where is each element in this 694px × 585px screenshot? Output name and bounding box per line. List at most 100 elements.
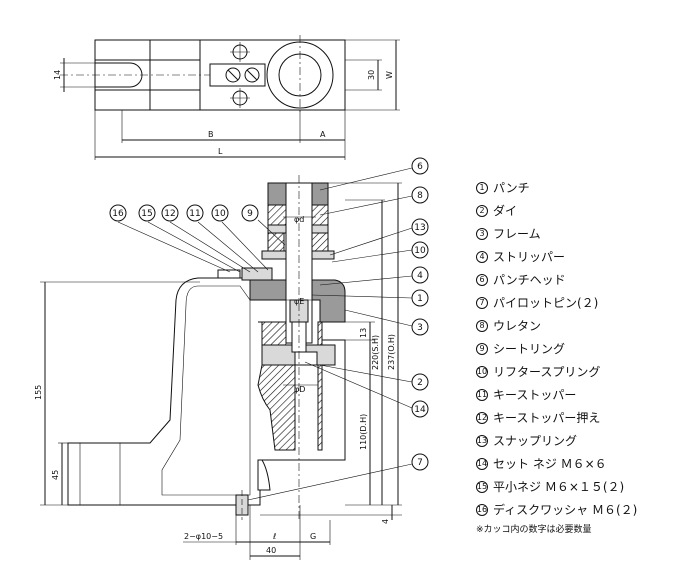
- svg-text:13: 13: [414, 223, 425, 233]
- legend-item-4: 4 ストリッパー: [476, 245, 691, 268]
- legend-label: 平小ネジ Ｍ６×１５(２): [493, 480, 625, 494]
- legend-item-11: 11 キーストッパー: [476, 383, 691, 406]
- legend-label: セット ネジ Ｍ６×６: [493, 457, 607, 471]
- legend-item-12: 12 キーストッパー押え: [476, 406, 691, 429]
- legend-item-8: 8 ウレタン: [476, 314, 691, 337]
- dim-phi-D: φD: [294, 385, 305, 394]
- legend-item-7: 7 パイロットピン(２): [476, 291, 691, 314]
- callout-15: 15: [138, 204, 156, 222]
- legend-number-badge: 3: [476, 227, 488, 240]
- callout-1: 1: [411, 289, 429, 307]
- dim-holes: 2−φ10−5: [184, 532, 223, 541]
- legend-item-2: 2 ダイ: [476, 199, 691, 222]
- stripper: [249, 279, 346, 323]
- svg-text:2: 2: [417, 378, 423, 388]
- legend-number-badge: 7: [476, 296, 488, 309]
- dim-A: A: [320, 130, 326, 139]
- svg-text:10: 10: [214, 209, 226, 219]
- legend-number-badge: 16: [476, 503, 488, 516]
- callout-16: 16: [109, 204, 127, 222]
- callout-6: 6: [411, 157, 429, 175]
- callout-9: 9: [241, 204, 259, 222]
- legend-number-badge: 15: [476, 480, 488, 493]
- callout-13: 13: [411, 218, 429, 236]
- legend-item-14: 14 セット ネジ Ｍ６×６: [476, 452, 691, 475]
- callout-8: 8: [411, 186, 429, 204]
- callout-11: 11: [186, 204, 204, 222]
- callout-7: 7: [411, 453, 429, 471]
- svg-text:6: 6: [417, 162, 423, 172]
- quantity-note: ※カッコ内の数字は必要数量: [476, 525, 592, 535]
- legend-label: スナップリング: [493, 434, 578, 448]
- dim-45: 45: [51, 470, 60, 480]
- legend-label: リフタースプリング: [493, 365, 601, 379]
- svg-text:9: 9: [247, 209, 253, 219]
- legend-item-9: 9 シートリング: [476, 337, 691, 360]
- legend-number-badge: 10: [476, 365, 488, 378]
- legend-label: パンチ: [493, 181, 530, 195]
- legend-item-16: 16 ディスクワッシャ Ｍ６(２): [476, 498, 691, 521]
- legend-item-15: 15 平小ネジ Ｍ６×１５(２): [476, 475, 691, 498]
- dim-14: 14: [53, 70, 62, 80]
- dim-L: L: [218, 147, 223, 156]
- legend-item-10: 10 リフタースプリング: [476, 360, 691, 383]
- legend-number-badge: 9: [476, 342, 488, 355]
- legend-label: キーストッパー押え: [493, 411, 601, 425]
- legend-number-badge: 8: [476, 319, 488, 332]
- dim-l: ℓ: [272, 532, 276, 541]
- side-view: φd φE φD 13 110(D.H) 220(S.H) 237(O.H) 4…: [34, 157, 429, 560]
- dim-phi-E: φE: [294, 297, 304, 306]
- legend-label: シートリング: [493, 342, 566, 356]
- legend-number-badge: 14: [476, 457, 488, 470]
- svg-text:4: 4: [417, 271, 423, 281]
- svg-text:14: 14: [414, 405, 426, 415]
- dim-B: B: [208, 130, 214, 139]
- svg-text:12: 12: [164, 209, 175, 219]
- legend-label: フレーム: [493, 227, 541, 241]
- callout-12: 12: [161, 204, 179, 222]
- dim-220-sh: 220(S.H): [371, 335, 380, 370]
- legend-label: ディスクワッシャ Ｍ６(２): [493, 503, 638, 517]
- dim-110-dh: 110(D.H): [359, 414, 368, 450]
- legend-number-badge: 13: [476, 434, 488, 447]
- svg-text:3: 3: [417, 323, 423, 333]
- callout-10-left: 10: [211, 204, 229, 222]
- legend-label: ダイ: [493, 204, 518, 218]
- legend-number-badge: 6: [476, 273, 488, 286]
- callout-3: 3: [411, 318, 429, 336]
- dim-237-oh: 237(O.H): [387, 334, 396, 370]
- svg-text:8: 8: [417, 191, 423, 201]
- svg-text:11: 11: [189, 209, 200, 219]
- legend-item-3: 3 フレーム: [476, 222, 691, 245]
- callout-10: 10: [411, 241, 429, 259]
- legend-label: ウレタン: [493, 319, 542, 333]
- legend-label: ストリッパー: [493, 250, 566, 264]
- legend-number-badge: 2: [476, 204, 488, 217]
- dim-13: 13: [359, 328, 368, 338]
- callout-4: 4: [411, 266, 429, 284]
- legend-label: キーストッパー: [493, 388, 577, 402]
- legend-number-badge: 1: [476, 181, 488, 194]
- legend-item-1: 1 パンチ: [476, 176, 691, 199]
- dim-155: 155: [34, 385, 43, 400]
- legend-number-badge: 11: [476, 388, 488, 401]
- legend-item-13: 13 スナップリング: [476, 429, 691, 452]
- dim-G: G: [310, 532, 316, 541]
- dim-40: 40: [266, 546, 276, 555]
- legend-number-badge: 4: [476, 250, 488, 263]
- svg-text:16: 16: [112, 209, 124, 219]
- callout-14: 14: [411, 400, 429, 418]
- svg-text:15: 15: [141, 209, 152, 219]
- legend-label: パイロットピン(２): [493, 296, 599, 310]
- dim-W: W: [385, 71, 394, 79]
- svg-text:10: 10: [414, 246, 426, 256]
- callout-2: 2: [411, 373, 429, 391]
- svg-text:7: 7: [417, 458, 423, 468]
- dim-30: 30: [367, 70, 376, 80]
- legend-number-badge: 12: [476, 411, 488, 424]
- dim-4: 4: [381, 519, 390, 524]
